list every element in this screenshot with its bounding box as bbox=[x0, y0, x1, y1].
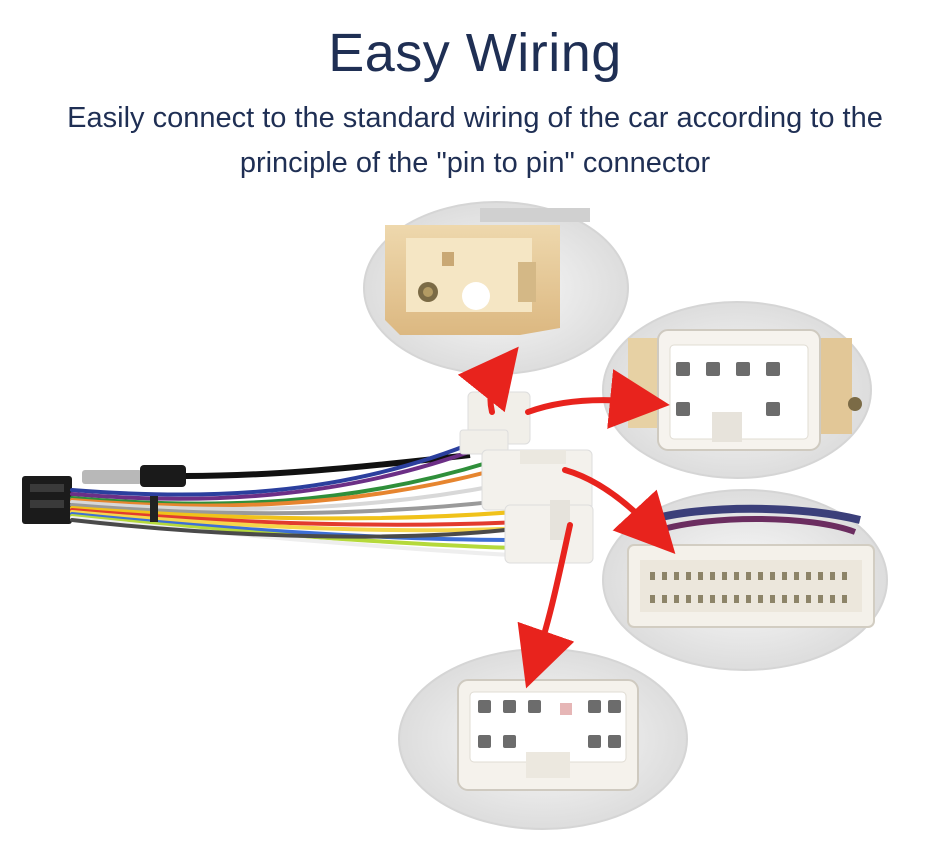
wiring-harness-icon bbox=[22, 391, 594, 564]
connector-closeup-icon bbox=[602, 301, 872, 479]
connector-closeup-icon bbox=[602, 489, 888, 671]
page-title: Easy Wiring bbox=[328, 23, 622, 83]
page-subtitle: Easily connect to the standard wiring of… bbox=[67, 102, 883, 179]
connector-closeup-icon bbox=[363, 201, 629, 375]
connector-medium bbox=[504, 504, 594, 564]
connector-closeup-icon bbox=[398, 648, 688, 830]
antenna-plug bbox=[82, 470, 142, 484]
red-arrow-icon bbox=[457, 346, 676, 689]
